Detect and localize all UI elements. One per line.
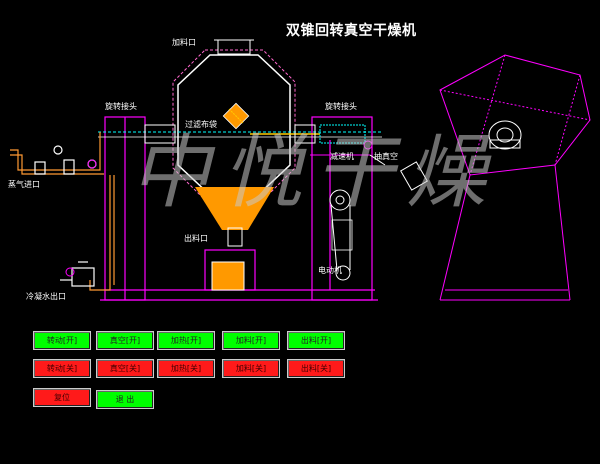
exit-button[interactable]: 退 出 xyxy=(96,390,154,409)
label-motor: 电动机 xyxy=(318,266,342,276)
vacuum-on-button[interactable]: 真空[开] xyxy=(96,331,154,350)
label-feed-port: 加料口 xyxy=(172,38,196,48)
label-rotary-joint-right: 旋转接头 xyxy=(325,102,357,112)
label-rotary-joint-left: 旋转接头 xyxy=(105,102,137,112)
vacuum-off-button[interactable]: 真空[关] xyxy=(96,359,154,378)
feed-on-button[interactable]: 加料[开] xyxy=(222,331,280,350)
label-condensate-outlet: 冷凝水出口 xyxy=(26,292,66,302)
discharge-off-button[interactable]: 出料[关] xyxy=(287,359,345,378)
heat-off-button[interactable]: 加热[关] xyxy=(157,359,215,378)
condensate-piping xyxy=(60,175,114,290)
watermark-logo: 中悦干燥 xyxy=(130,128,498,218)
rotate-on-button[interactable]: 转动[开] xyxy=(33,331,91,350)
page-title: 双锥回转真空干燥机 xyxy=(286,20,417,40)
discharge-on-button[interactable]: 出料[开] xyxy=(287,331,345,350)
heat-on-button[interactable]: 加热[开] xyxy=(157,331,215,350)
filter-bag xyxy=(223,103,248,128)
rotate-off-button[interactable]: 转动[关] xyxy=(33,359,91,378)
label-discharge-port: 出料口 xyxy=(184,234,208,244)
reset-button[interactable]: 复位 xyxy=(33,388,91,407)
label-steam-inlet: 蒸气进口 xyxy=(8,180,40,190)
feed-off-button[interactable]: 加料[关] xyxy=(222,359,280,378)
receiver xyxy=(212,262,244,290)
